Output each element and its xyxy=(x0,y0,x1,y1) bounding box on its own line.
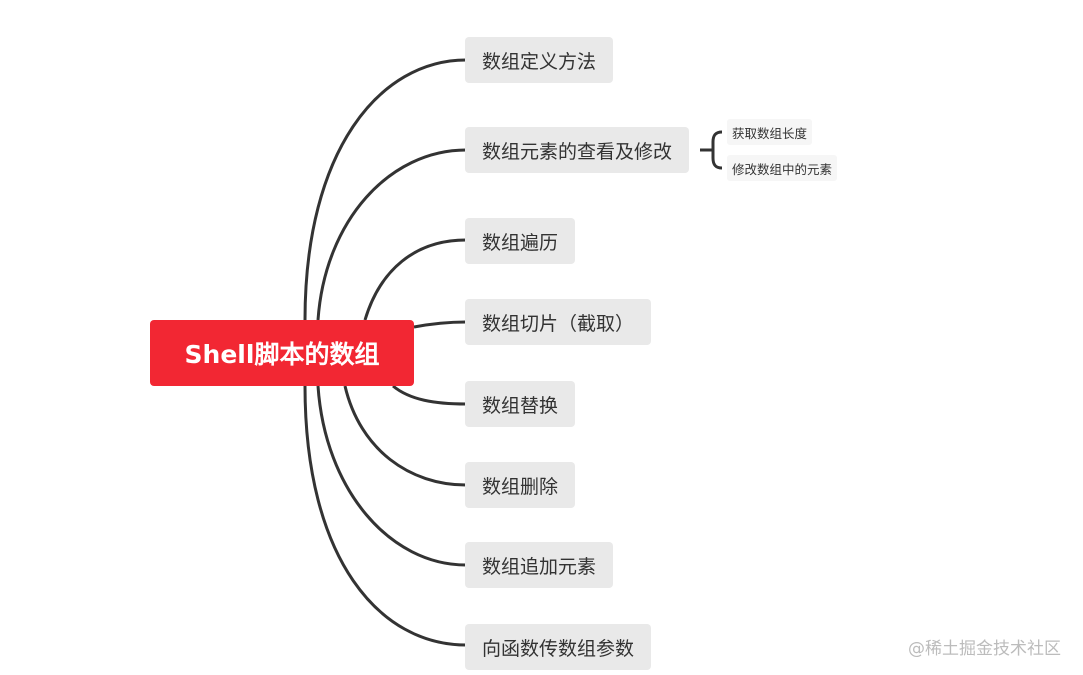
link-function-param xyxy=(303,385,467,647)
branch-node-function-param[interactable]: 向函数传数组参数 xyxy=(465,624,652,670)
branch-node-view-modify[interactable]: 数组元素的查看及修改 xyxy=(465,127,690,173)
branch-node-definition[interactable]: 数组定义方法 xyxy=(465,37,614,83)
branch-node-replace[interactable]: 数组替换 xyxy=(465,381,576,427)
link-traverse xyxy=(363,238,467,321)
branch-node-delete[interactable]: 数组删除 xyxy=(465,462,576,508)
sub-node-modify-element[interactable]: 修改数组中的元素 xyxy=(727,155,838,181)
link-slice xyxy=(413,320,467,329)
branch-node-traverse[interactable]: 数组遍历 xyxy=(465,218,576,264)
root-node[interactable]: Shell脚本的数组 xyxy=(150,320,414,386)
sub-node-array-length[interactable]: 获取数组长度 xyxy=(727,119,813,145)
link-append xyxy=(316,385,467,567)
branch-node-slice[interactable]: 数组切片（截取） xyxy=(465,299,652,345)
link-view-modify xyxy=(316,148,467,321)
branch-node-append[interactable]: 数组追加元素 xyxy=(465,542,614,588)
link-delete xyxy=(343,385,467,487)
link-sub-length xyxy=(711,130,723,170)
link-definition xyxy=(303,58,467,321)
watermark-text: @稀土掘金技术社区 xyxy=(908,639,1061,659)
link-replace xyxy=(392,384,467,406)
